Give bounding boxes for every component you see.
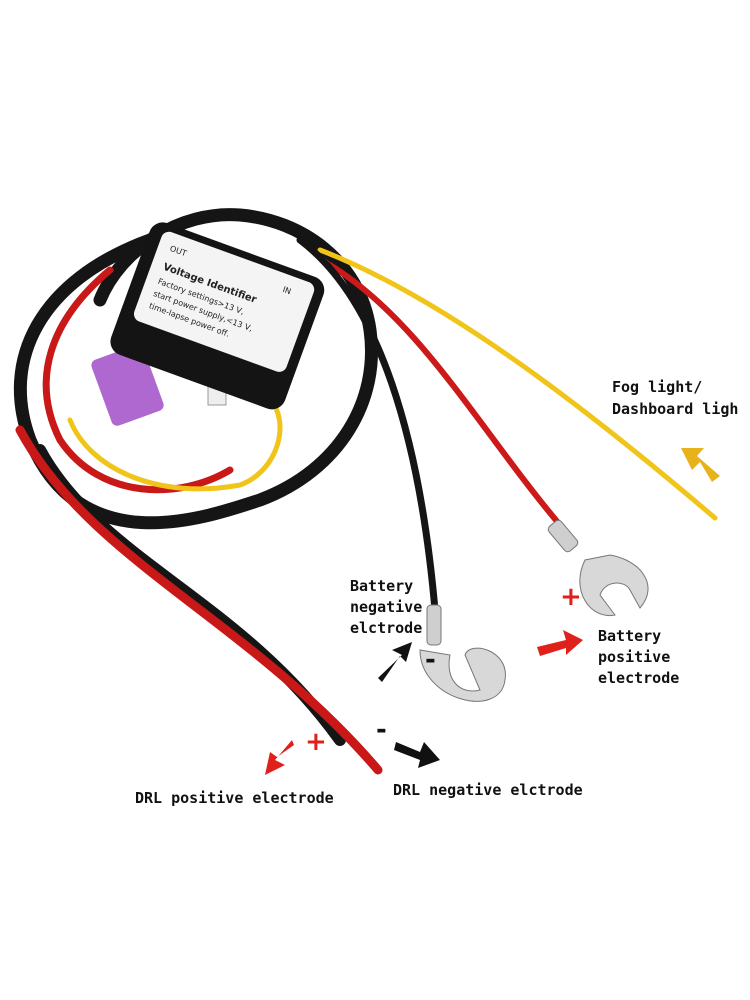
battery-positive-label-2: positive bbox=[598, 648, 670, 666]
battery-negative-label-2: negative bbox=[350, 598, 422, 616]
battery-negative-terminal bbox=[419, 604, 506, 702]
label-in: IN bbox=[281, 285, 292, 296]
drl-negative-label: DRL negative elctrode bbox=[393, 781, 583, 799]
drl-red-wire bbox=[15, 425, 383, 775]
black-battery-wire bbox=[296, 236, 439, 614]
battery-positive-label-3: electrode bbox=[598, 669, 679, 687]
battery-positive-plus: + bbox=[560, 582, 582, 612]
drl-positive-arrow-icon bbox=[265, 740, 294, 775]
battery-positive-arrow-icon bbox=[537, 630, 583, 656]
fuse bbox=[91, 344, 164, 426]
drl-negative-minus: - bbox=[376, 715, 387, 745]
voltage-identifier-module: OUT IN Voltage Identifier Factory settin… bbox=[110, 222, 325, 410]
fog-light-label-2: Dashboard ligh bbox=[612, 400, 738, 418]
battery-negative-arrow-icon bbox=[378, 642, 412, 682]
fog-light-label-1: Fog light/ bbox=[612, 378, 702, 396]
yellow-wire bbox=[67, 247, 718, 521]
drl-negative-arrow-icon bbox=[394, 742, 440, 768]
red-battery-wire bbox=[327, 262, 563, 528]
drl-positive-label: DRL positive electrode bbox=[135, 789, 334, 807]
battery-positive-label-1: Battery bbox=[598, 627, 661, 645]
black-loop-wire bbox=[13, 208, 378, 530]
fog-light-arrow-icon bbox=[681, 448, 720, 482]
battery-negative-minus: - bbox=[425, 645, 436, 675]
battery-negative-label-3: elctrode bbox=[350, 619, 422, 637]
drl-positive-plus: + bbox=[305, 727, 327, 757]
drl-black-wire bbox=[34, 444, 346, 746]
battery-negative-label-1: Battery bbox=[350, 577, 413, 595]
battery-positive-terminal bbox=[547, 519, 649, 616]
